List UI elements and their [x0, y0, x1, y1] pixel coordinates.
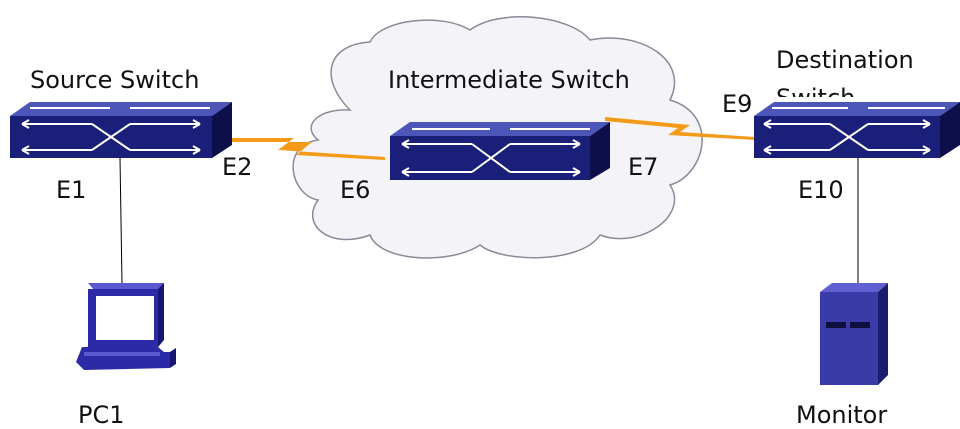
port-e2-label: E2 [222, 153, 253, 181]
port-e7-label: E7 [628, 153, 659, 181]
port-e10-label: E10 [798, 176, 844, 204]
intermediate-switch-label: Intermediate Switch [388, 66, 630, 94]
pc-label: PC1 [78, 401, 125, 429]
destination-switch-icon [754, 102, 960, 158]
link-source-to-intermediate [218, 138, 385, 160]
pc-icon [76, 283, 176, 370]
port-e1-label: E1 [56, 176, 87, 204]
server-icon [820, 283, 888, 385]
port-e6-label: E6 [340, 176, 371, 204]
source-switch-icon [10, 102, 232, 158]
intermediate-switch-icon [390, 122, 610, 180]
monitor-label: Monitor [796, 401, 888, 429]
port-e9-label: E9 [722, 90, 753, 118]
destination-switch-label-line2: Switch [776, 86, 855, 97]
source-switch-label: Source Switch [30, 66, 200, 94]
link-intermediate-to-destination [605, 117, 755, 140]
destination-switch-label-line1: Destination [776, 46, 914, 74]
cable-e1-pc1 [119, 157, 123, 284]
